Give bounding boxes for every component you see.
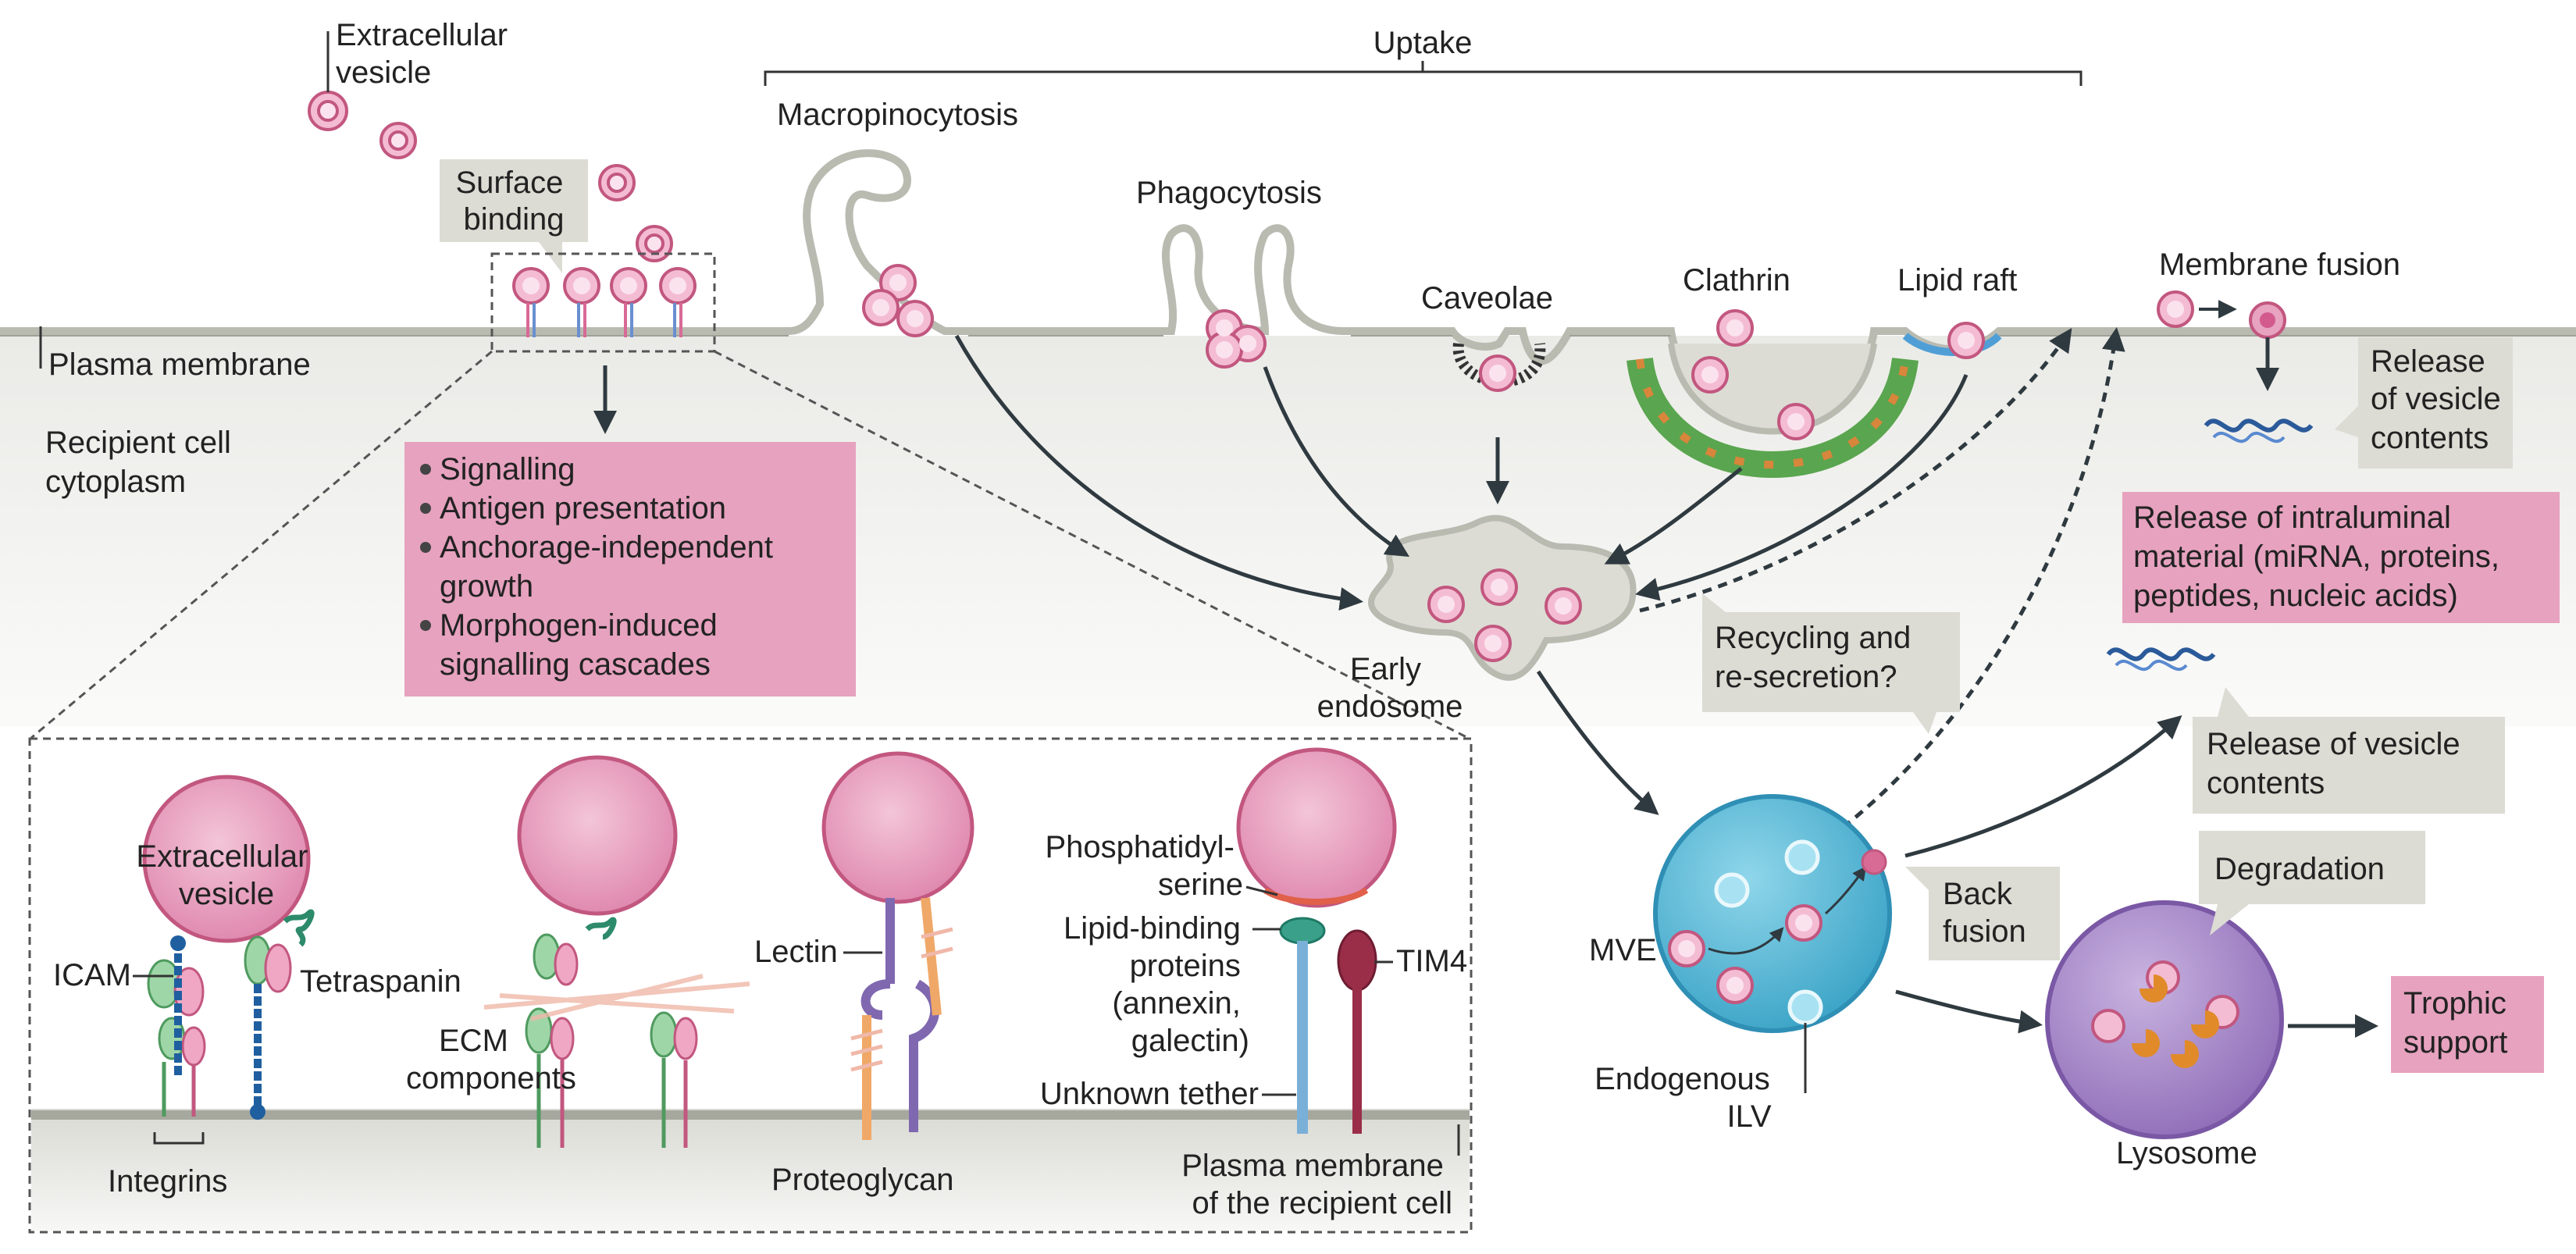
uptake-bracket	[764, 70, 2083, 86]
intraluminal-release-label: Release of intraluminal material (miRNA,…	[2133, 501, 2508, 613]
uptake-label: Uptake	[1374, 26, 1473, 60]
ecm-label: ECM components	[406, 1024, 576, 1095]
endogenous-ilv-label: Endogenous ILV	[1594, 1062, 1779, 1134]
inset-vesicle-ps	[1236, 747, 1397, 1134]
phagocytosis-label: Phagocytosis	[1136, 176, 1322, 210]
mve-label: MVE	[1589, 933, 1657, 967]
free-vesicles	[308, 91, 673, 262]
plasma-membrane-label: Plasma membrane	[48, 347, 311, 382]
proteoglycan-label: Proteoglycan	[771, 1163, 953, 1197]
integrins-label: Integrins	[108, 1164, 227, 1199]
released-rna-mid-icon	[2106, 647, 2216, 661]
back-fusion-label: Back fusion	[1943, 877, 2026, 949]
tetraspanin-label: Tetraspanin	[300, 964, 461, 999]
surface-effects-box	[404, 442, 856, 696]
phosphatidylserine-label: Phosphatidyl- serine	[1046, 830, 1244, 902]
effect-item: Anchorage-independent	[440, 530, 773, 565]
bound-vesicles	[512, 267, 697, 337]
tim4-label: TIM4	[1396, 944, 1467, 978]
unknown-tether-label: Unknown tether	[1040, 1077, 1259, 1111]
recycling-label: Recycling and re-secretion?	[1715, 621, 1919, 694]
phagocytosis-vesicles	[1206, 309, 1267, 369]
inset-plasma-membrane-label: Plasma membrane of the recipient cell	[1181, 1149, 1452, 1220]
release-contents-top-box	[2358, 337, 2513, 468]
back-fusion-box	[1929, 867, 2060, 960]
degraded-vesicles	[2091, 960, 2239, 1043]
extracellular-vesicle-label: Extracellular vesicle	[336, 18, 516, 90]
icam-label: ICAM	[53, 958, 131, 992]
caveolae-coat	[1452, 343, 1546, 387]
macropinocytosis-label: Macropinocytosis	[777, 98, 1018, 132]
trophic-support-box	[2391, 976, 2544, 1073]
effect-item: Signalling	[440, 452, 575, 486]
lectin-label: Lectin	[754, 935, 838, 969]
release-contents-top-label: Release of vesicle contents	[2371, 344, 2510, 455]
released-rna-icon	[2204, 419, 2314, 433]
surface-effects-list: Signalling Antigen presentation Anchorag…	[420, 452, 773, 682]
caveolae-label: Caveolae	[1421, 281, 1553, 315]
release-contents-mid-box	[2193, 717, 2505, 814]
surface-binding-zoom-box	[490, 252, 716, 353]
surface-binding-label: Surface binding	[456, 166, 572, 237]
release-contents-mid-label: Release of vesicle contents	[2207, 727, 2469, 800]
clathrin-label: Clathrin	[1683, 263, 1790, 297]
recycling-arrows	[1639, 327, 2125, 829]
effect-item: growth	[440, 569, 533, 604]
uptake-arrows	[954, 334, 1969, 611]
lysosome	[2045, 900, 2284, 1139]
surface-binding-box	[440, 159, 588, 242]
inset-vesicle-integrin	[142, 775, 315, 1120]
lipid-raft-label: Lipid raft	[1897, 263, 2017, 297]
degradation-label: Degradation	[2214, 852, 2385, 886]
inset-membrane	[31, 1109, 1470, 1231]
intraluminal-release-box	[2122, 492, 2560, 623]
membrane-fusion-label: Membrane fusion	[2159, 248, 2400, 282]
effect-item: Morphogen-induced	[440, 608, 718, 643]
recycling-box	[1702, 612, 1960, 712]
degradation-box	[2199, 831, 2425, 904]
inset-vesicle-ecm	[483, 755, 750, 1148]
early-endosome-label: Early endosome	[1317, 652, 1463, 724]
recipient-cytoplasm-label: Recipient cell cytoplasm	[45, 426, 240, 499]
effect-item: Antigen presentation	[440, 491, 726, 525]
trophic-support-label: Trophic support	[2403, 986, 2515, 1060]
mve	[1653, 794, 1892, 1033]
inset-ev-label: Extracellular vesicle	[136, 839, 316, 911]
inset-vesicle-lectin	[821, 751, 974, 1140]
lysosome-label: Lysosome	[2116, 1136, 2257, 1170]
effect-item: signalling cascades	[440, 647, 711, 682]
lipid-binding-label: Lipid-binding proteins (annexin, galecti…	[1064, 911, 1249, 1058]
enzyme-icons	[2132, 974, 2219, 1068]
